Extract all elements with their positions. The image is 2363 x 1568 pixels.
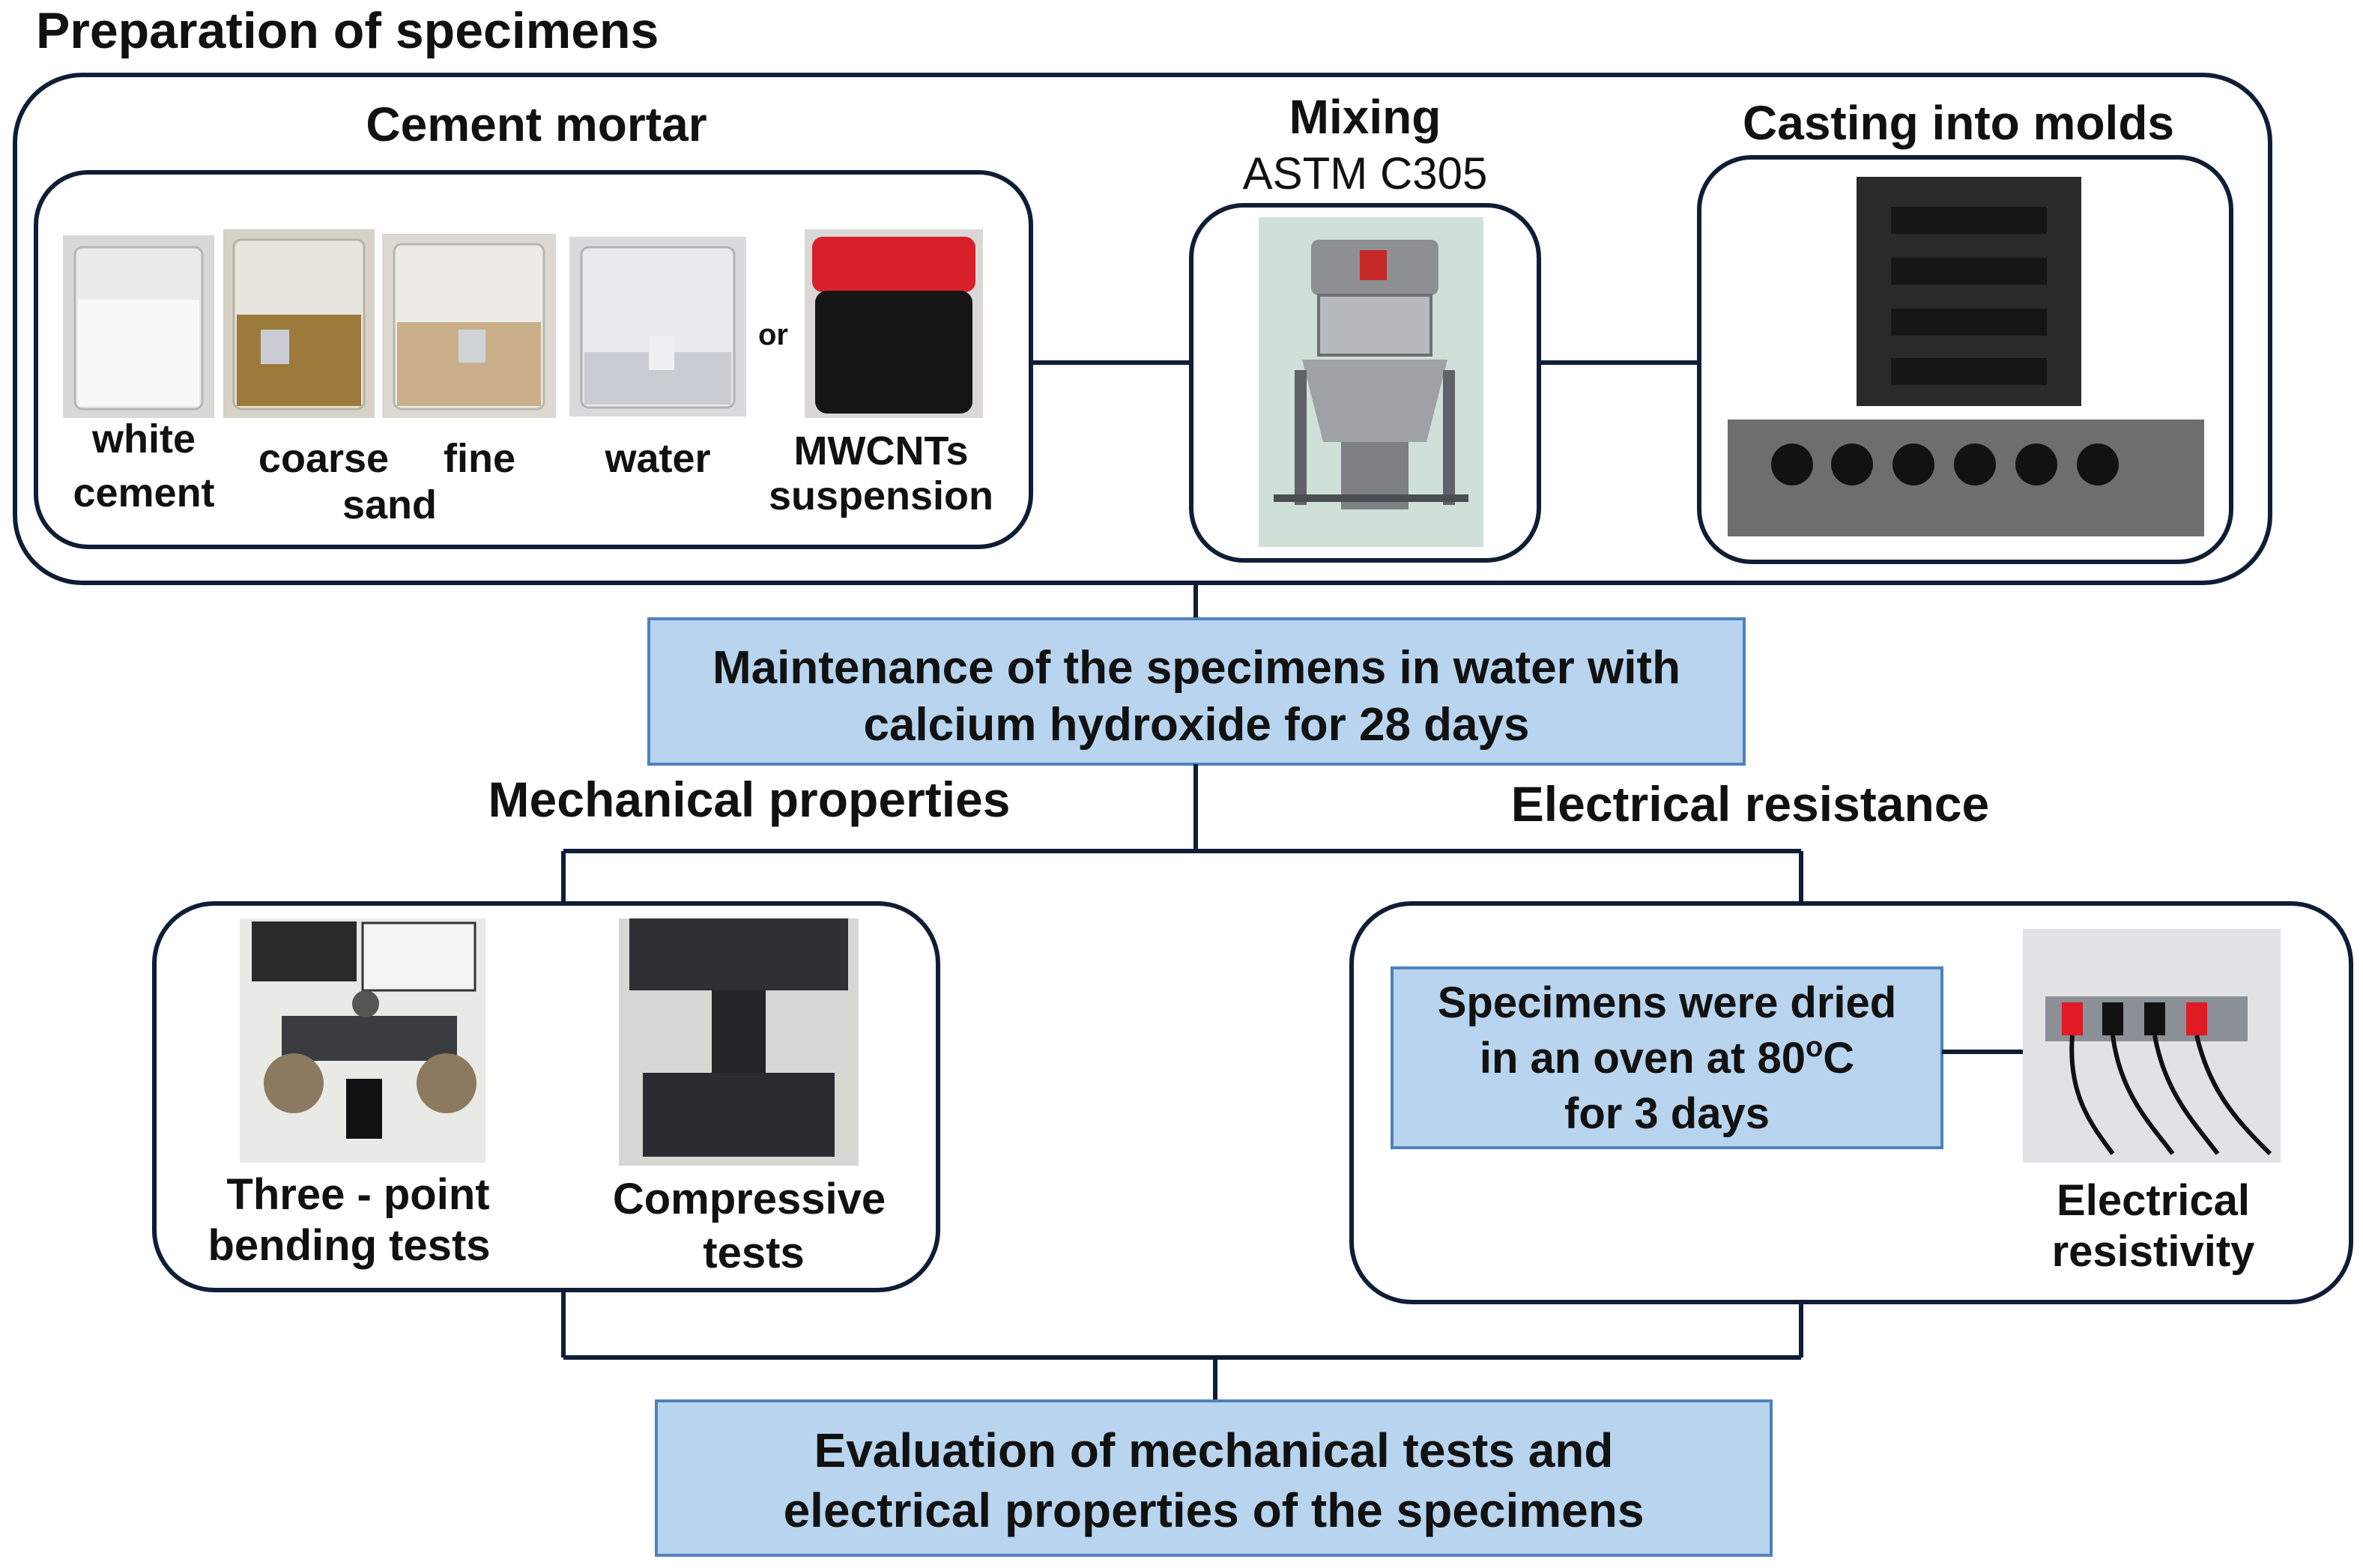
- curing-text: Maintenance of the specimens in water wi…: [712, 642, 1680, 694]
- ingredient-label: sand: [342, 482, 437, 527]
- drying-box: [1391, 966, 1943, 1149]
- page-title: Preparation of specimens: [36, 2, 659, 59]
- ingredient-label: white: [91, 417, 196, 461]
- mechanical-heading: Mechanical properties: [488, 772, 1011, 827]
- preparation-frame: [13, 73, 2272, 585]
- mold-photo-icon: [1728, 177, 2204, 536]
- or-label: or: [758, 318, 788, 351]
- electrical-heading: Electrical resistance: [1511, 776, 1989, 832]
- curing-text: calcium hydroxide for 28 days: [863, 699, 1529, 751]
- resistivity-label: resistivity: [2052, 1227, 2255, 1276]
- cement-mortar-box: [34, 170, 1033, 549]
- jar-mwcnts-suspension-icon: [805, 229, 983, 418]
- beaker-water-icon: [569, 237, 746, 417]
- resistivity-label: Electrical: [2057, 1176, 2250, 1225]
- ingredient-label: fine: [444, 436, 515, 481]
- casting-heading: Casting into molds: [1743, 96, 2174, 150]
- evaluation-text: electrical properties of the specimens: [784, 1483, 1645, 1537]
- drying-text: in an oven at 80oC: [1480, 1032, 1854, 1083]
- test-label: bending tests: [208, 1221, 490, 1270]
- test-label: tests: [703, 1229, 804, 1277]
- bending-test-photo-icon: [240, 918, 485, 1163]
- ingredient-label: coarse: [258, 436, 389, 481]
- beaker-fine-sand-icon: [382, 234, 556, 418]
- mixing-standard: ASTM C305: [1243, 148, 1488, 199]
- compression-test-photo-icon: [619, 918, 859, 1166]
- mixer-machine-photo-icon: [1259, 217, 1483, 547]
- casting-box: [1697, 155, 2233, 564]
- curing-box: [647, 617, 1746, 766]
- drying-text: Specimens were dried: [1438, 978, 1896, 1027]
- beaker-white-cement-icon: [63, 235, 214, 418]
- mixing-box: [1189, 203, 1541, 563]
- test-label: Three - point: [226, 1170, 489, 1219]
- ingredient-label: suspension: [769, 473, 993, 518]
- evaluation-text: Evaluation of mechanical tests and: [814, 1423, 1614, 1477]
- mixing-heading: Mixing: [1289, 90, 1441, 144]
- evaluation-box: [655, 1399, 1773, 1557]
- ingredient-label: water: [604, 436, 710, 481]
- resistivity-setup-photo-icon: [2023, 929, 2281, 1163]
- drying-text: for 3 days: [1564, 1089, 1770, 1138]
- electrical-box: [1349, 901, 2353, 1304]
- ingredient-label: MWCNTs: [794, 429, 969, 473]
- ingredient-label: cement: [73, 470, 214, 515]
- test-label: Compressive: [613, 1175, 886, 1223]
- mechanical-box: [152, 901, 940, 1292]
- cement-mortar-heading: Cement mortar: [366, 97, 707, 151]
- beaker-coarse-sand-icon: [223, 229, 375, 418]
